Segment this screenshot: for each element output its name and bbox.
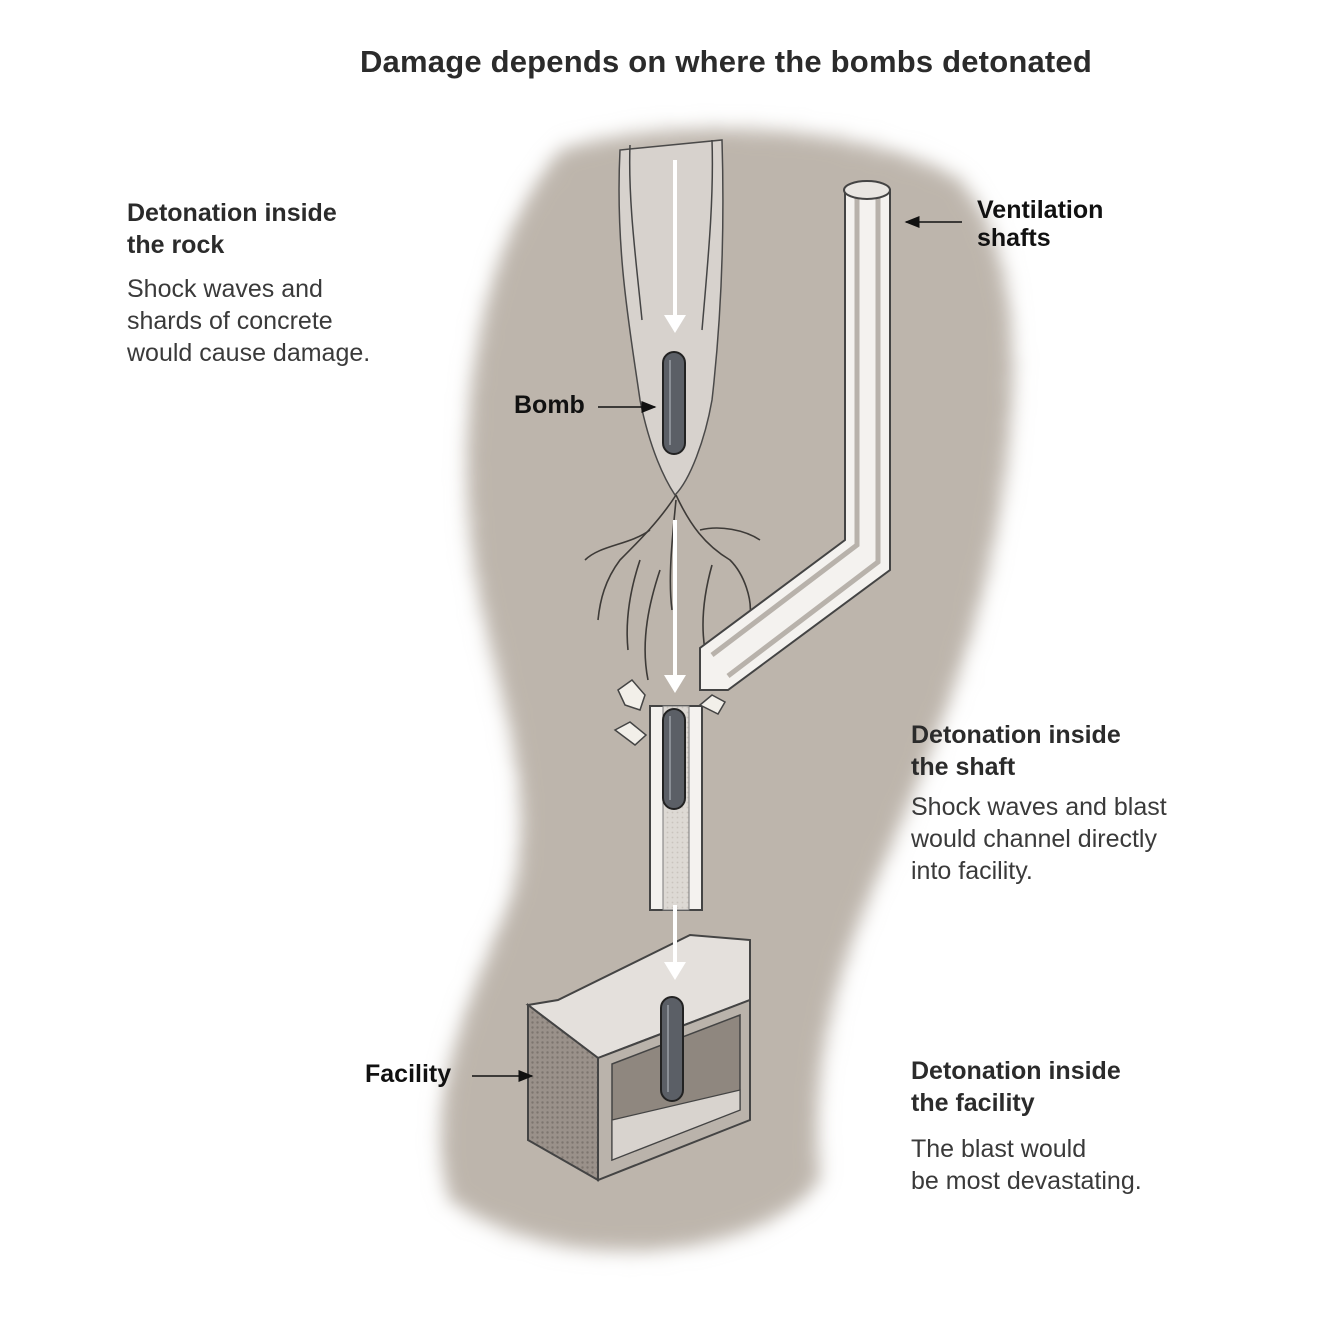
facility-description: The blast would be most devastating. bbox=[911, 1135, 1142, 1195]
shaft-debris bbox=[613, 678, 727, 746]
shaft-heading: Detonation inside the shaft bbox=[911, 721, 1121, 781]
page-title: Damage depends on where the bombs detona… bbox=[359, 44, 1093, 79]
facility-label: Facility bbox=[365, 1060, 452, 1088]
ventilation-shaft bbox=[699, 180, 891, 691]
facility-heading: Detonation inside the facility bbox=[911, 1057, 1121, 1117]
bomb-icon bbox=[660, 996, 684, 1102]
bomb-icon bbox=[662, 351, 686, 455]
rock-heading: Detonation inside the rock bbox=[127, 199, 337, 259]
ventilation-label: Ventilation shafts bbox=[977, 196, 1104, 252]
rock-cracks bbox=[584, 494, 761, 681]
rock-description: Shock waves and shards of concrete would… bbox=[127, 275, 371, 367]
drop-arrows bbox=[664, 160, 686, 980]
bomb-label: Bomb bbox=[514, 391, 585, 419]
shaft-description: Shock waves and blast would channel dire… bbox=[911, 793, 1167, 885]
label-pointers bbox=[472, 216, 962, 1082]
bomb-icon bbox=[662, 708, 686, 810]
